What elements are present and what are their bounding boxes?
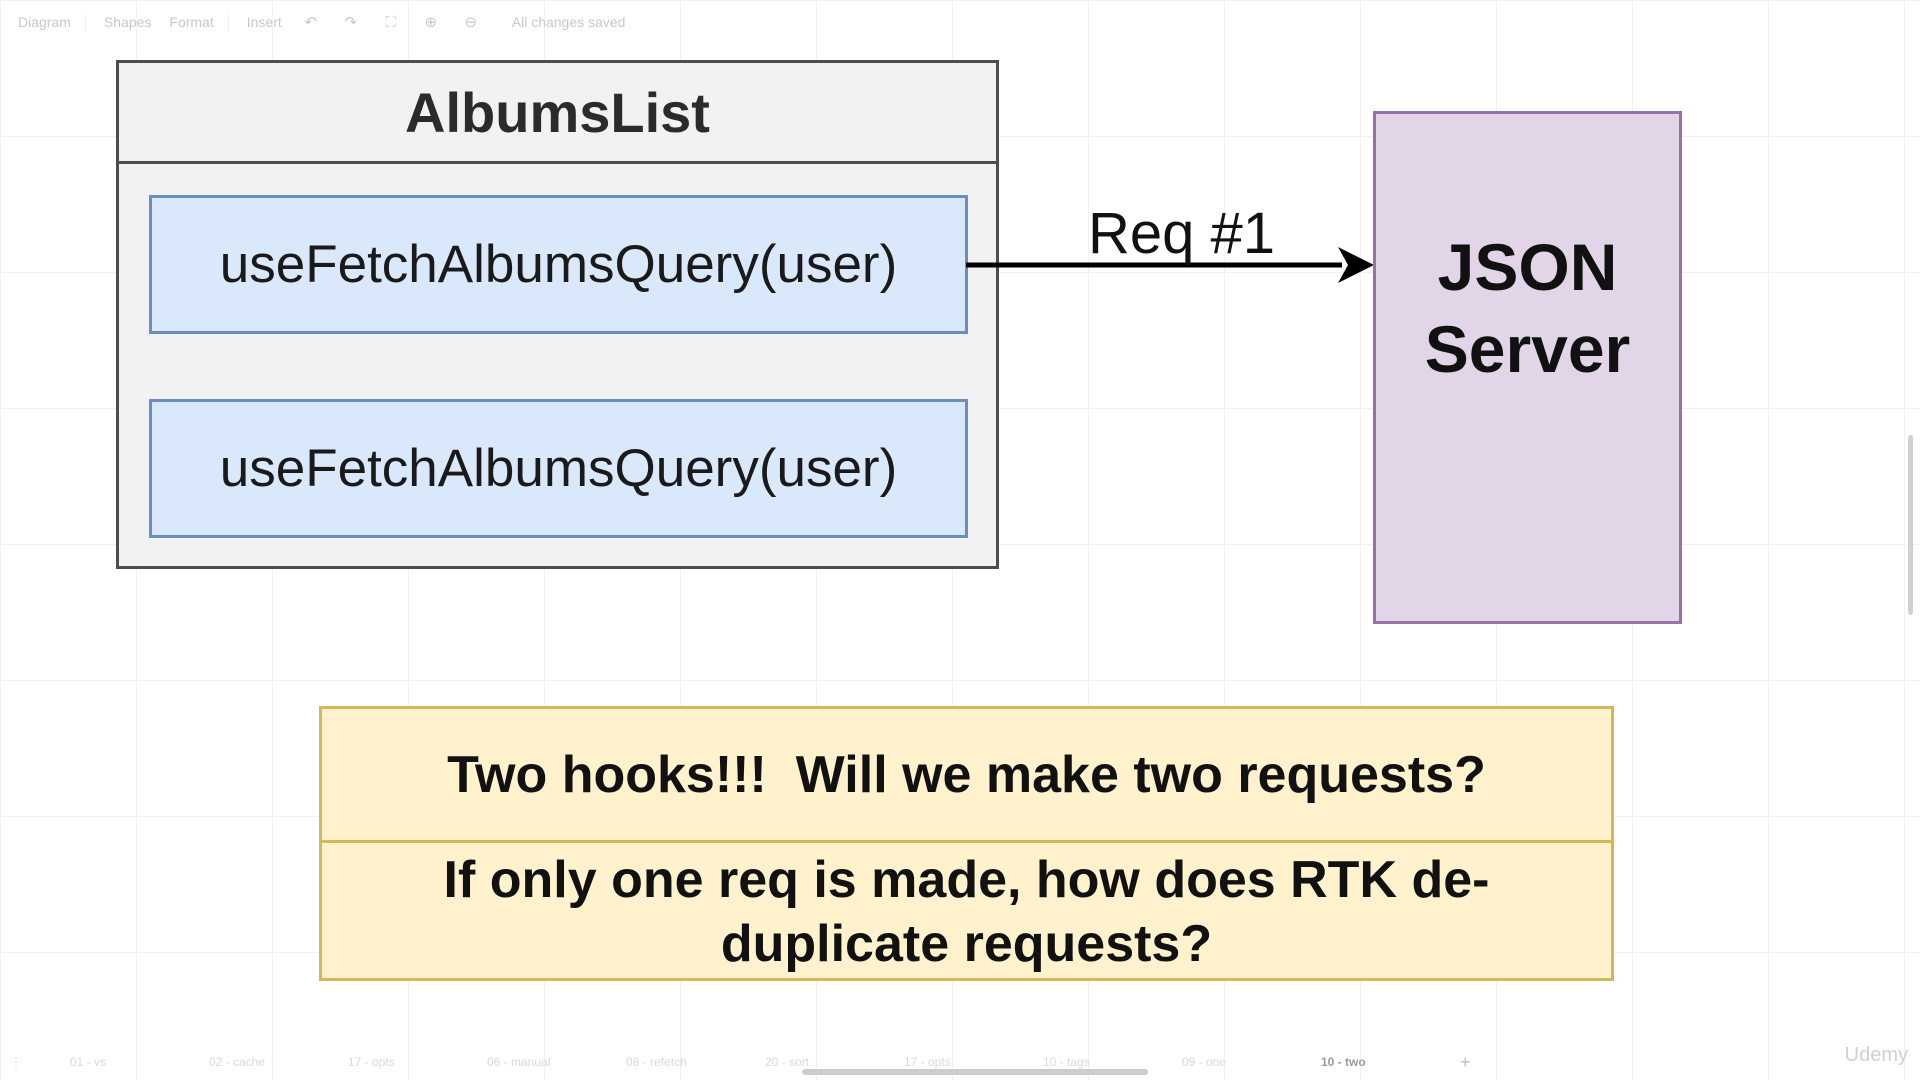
hook-box-2[interactable]: useFetchAlbumsQuery(user): [149, 399, 968, 538]
undo-icon[interactable]: ↶: [304, 14, 318, 31]
hook-box-1[interactable]: useFetchAlbumsQuery(user): [149, 195, 968, 334]
question-line-1: Two hooks!!! Will we make two requests?: [322, 709, 1611, 843]
zoom-in-icon[interactable]: ⊕: [424, 14, 438, 31]
save-status: All changes saved: [511, 14, 626, 30]
insert-button[interactable]: Insert: [246, 14, 282, 30]
diagram-menu[interactable]: Diagram: [18, 14, 86, 30]
add-page-icon[interactable]: +: [1460, 1051, 1471, 1072]
page-tab[interactable]: 02 - cache: [209, 1055, 266, 1069]
shapes-button[interactable]: Shapes: [103, 14, 152, 30]
question-line-2: If only one req is made, how does RTK de…: [443, 850, 1490, 973]
json-server-label: JSON Server: [1424, 229, 1631, 386]
format-button[interactable]: Format: [169, 14, 229, 30]
redo-icon[interactable]: ↷: [344, 14, 358, 31]
page-tab[interactable]: 01 - vs: [70, 1055, 107, 1069]
request-arrow[interactable]: [966, 240, 1386, 290]
request-label: Req #1: [1088, 201, 1276, 266]
arrow-head-icon: [1338, 247, 1374, 283]
page-tab-active[interactable]: 10 - two: [1321, 1055, 1366, 1069]
horizontal-scrollbar[interactable]: [802, 1069, 1148, 1075]
zoom-out-icon[interactable]: ⊖: [464, 14, 478, 31]
albums-list-component[interactable]: AlbumsList useFetchAlbumsQuery(user) use…: [116, 60, 999, 569]
page-tabs: ⋮ 01 - vs 02 - cache 17 - opts 06 - manu…: [0, 1050, 1920, 1074]
page-tab[interactable]: 17 - opts: [904, 1055, 951, 1069]
editor-toolbar: Diagram Shapes Format Insert ↶ ↷ ⛶ ⊕ ⊖ A…: [0, 0, 1920, 44]
page-tab[interactable]: 20 - sort: [765, 1055, 810, 1069]
json-server-box[interactable]: JSON Server: [1373, 111, 1682, 624]
vertical-scrollbar[interactable]: [1908, 435, 1913, 615]
pages-menu-icon[interactable]: ⋮: [10, 1055, 22, 1069]
page-tab[interactable]: 09 - one: [1182, 1055, 1227, 1069]
albums-list-title: AlbumsList: [119, 63, 996, 164]
question-note[interactable]: Two hooks!!! Will we make two requests? …: [319, 706, 1614, 981]
page-tab[interactable]: 17 - opts: [348, 1055, 395, 1069]
fullscreen-icon[interactable]: ⛶: [385, 13, 396, 31]
page-tab[interactable]: 10 - tags: [1043, 1055, 1090, 1069]
udemy-watermark: Udemy: [1844, 1044, 1908, 1066]
page-tab[interactable]: 08 - refetch: [626, 1055, 687, 1069]
page-tab[interactable]: 06 - manual: [487, 1055, 551, 1069]
